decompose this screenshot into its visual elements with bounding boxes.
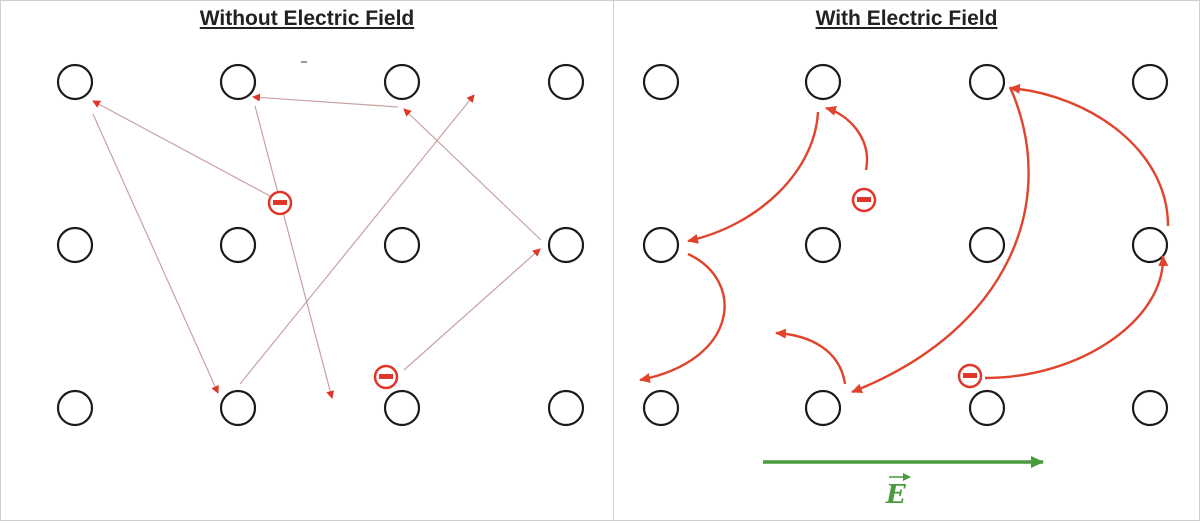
random-path bbox=[92, 100, 271, 197]
ion-circle bbox=[219, 389, 257, 427]
electron-icon bbox=[267, 190, 293, 216]
ion-circle bbox=[383, 226, 421, 264]
electric-field-label: E bbox=[886, 480, 906, 510]
ion-circle bbox=[804, 389, 842, 427]
random-path bbox=[239, 94, 475, 385]
ion-circle bbox=[642, 389, 680, 427]
random-path bbox=[403, 108, 542, 241]
electron-icon bbox=[373, 364, 399, 390]
drift-path bbox=[775, 328, 847, 385]
ion-circle bbox=[968, 63, 1006, 101]
drift-path bbox=[687, 111, 820, 244]
ion-circle bbox=[56, 389, 94, 427]
ion-circle bbox=[642, 226, 680, 264]
ion-circle bbox=[56, 63, 94, 101]
ion-circle bbox=[547, 63, 585, 101]
drift-path bbox=[984, 255, 1169, 380]
drift-path bbox=[639, 252, 726, 383]
ion-circle bbox=[547, 389, 585, 427]
ion-circle bbox=[968, 389, 1006, 427]
drift-path bbox=[825, 106, 869, 171]
electron-icon bbox=[957, 363, 983, 389]
ion-circle bbox=[642, 63, 680, 101]
ion-circle bbox=[1131, 389, 1169, 427]
electrons bbox=[267, 187, 983, 390]
ion-circle bbox=[804, 226, 842, 264]
random-paths bbox=[92, 93, 542, 399]
ion-circle bbox=[547, 226, 585, 264]
title-with-field: With Electric Field bbox=[815, 7, 998, 30]
ion-circle bbox=[383, 63, 421, 101]
lattice-ions bbox=[56, 63, 1169, 427]
electron-icon bbox=[851, 187, 877, 213]
title-without-field: Without Electric Field bbox=[199, 7, 415, 30]
ion-circle bbox=[804, 63, 842, 101]
random-path bbox=[254, 105, 335, 399]
ion-circle bbox=[219, 226, 257, 264]
drift-path bbox=[1009, 83, 1170, 227]
random-path bbox=[92, 113, 219, 394]
random-path bbox=[252, 93, 399, 108]
random-path bbox=[403, 248, 541, 371]
ion-circle bbox=[383, 389, 421, 427]
ion-circle bbox=[1131, 226, 1169, 264]
ion-circle bbox=[56, 226, 94, 264]
ion-circle bbox=[968, 226, 1006, 264]
ion-circle bbox=[1131, 63, 1169, 101]
ion-circle bbox=[219, 63, 257, 101]
drift-paths bbox=[639, 83, 1170, 394]
drift-path bbox=[851, 86, 1030, 394]
